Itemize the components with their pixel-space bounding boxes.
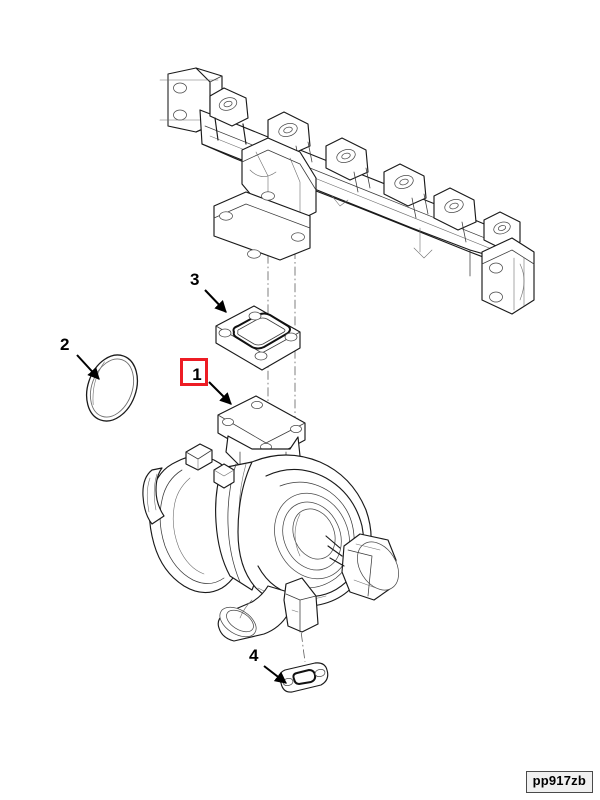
callout-label-3: 3 [190,270,200,289]
part-o-ring [85,354,139,422]
part-turbocharger [142,395,399,642]
figure-code-badge: pp917zb [525,771,593,793]
callout-label-4: 4 [249,646,259,665]
leader-arrow-4 [263,665,287,684]
turbo-actuator [325,533,399,601]
callout-label-2: 2 [60,335,70,354]
leader-arrow-2 [76,354,100,380]
exhaust-manifold [159,67,535,315]
part-manifold-gasket [215,305,301,371]
callout-highlight-box-1[interactable]: 1 [180,358,208,386]
callout-leader-arrows [76,289,287,684]
leader-arrow-3 [204,289,227,313]
turbo-oil-drain-leg [283,577,319,633]
leader-arrow-1 [208,381,232,405]
part-oil-drain-gasket [278,662,329,693]
callout-label-1: 1 [192,365,202,384]
turbo-compressor-outlet [217,585,291,642]
